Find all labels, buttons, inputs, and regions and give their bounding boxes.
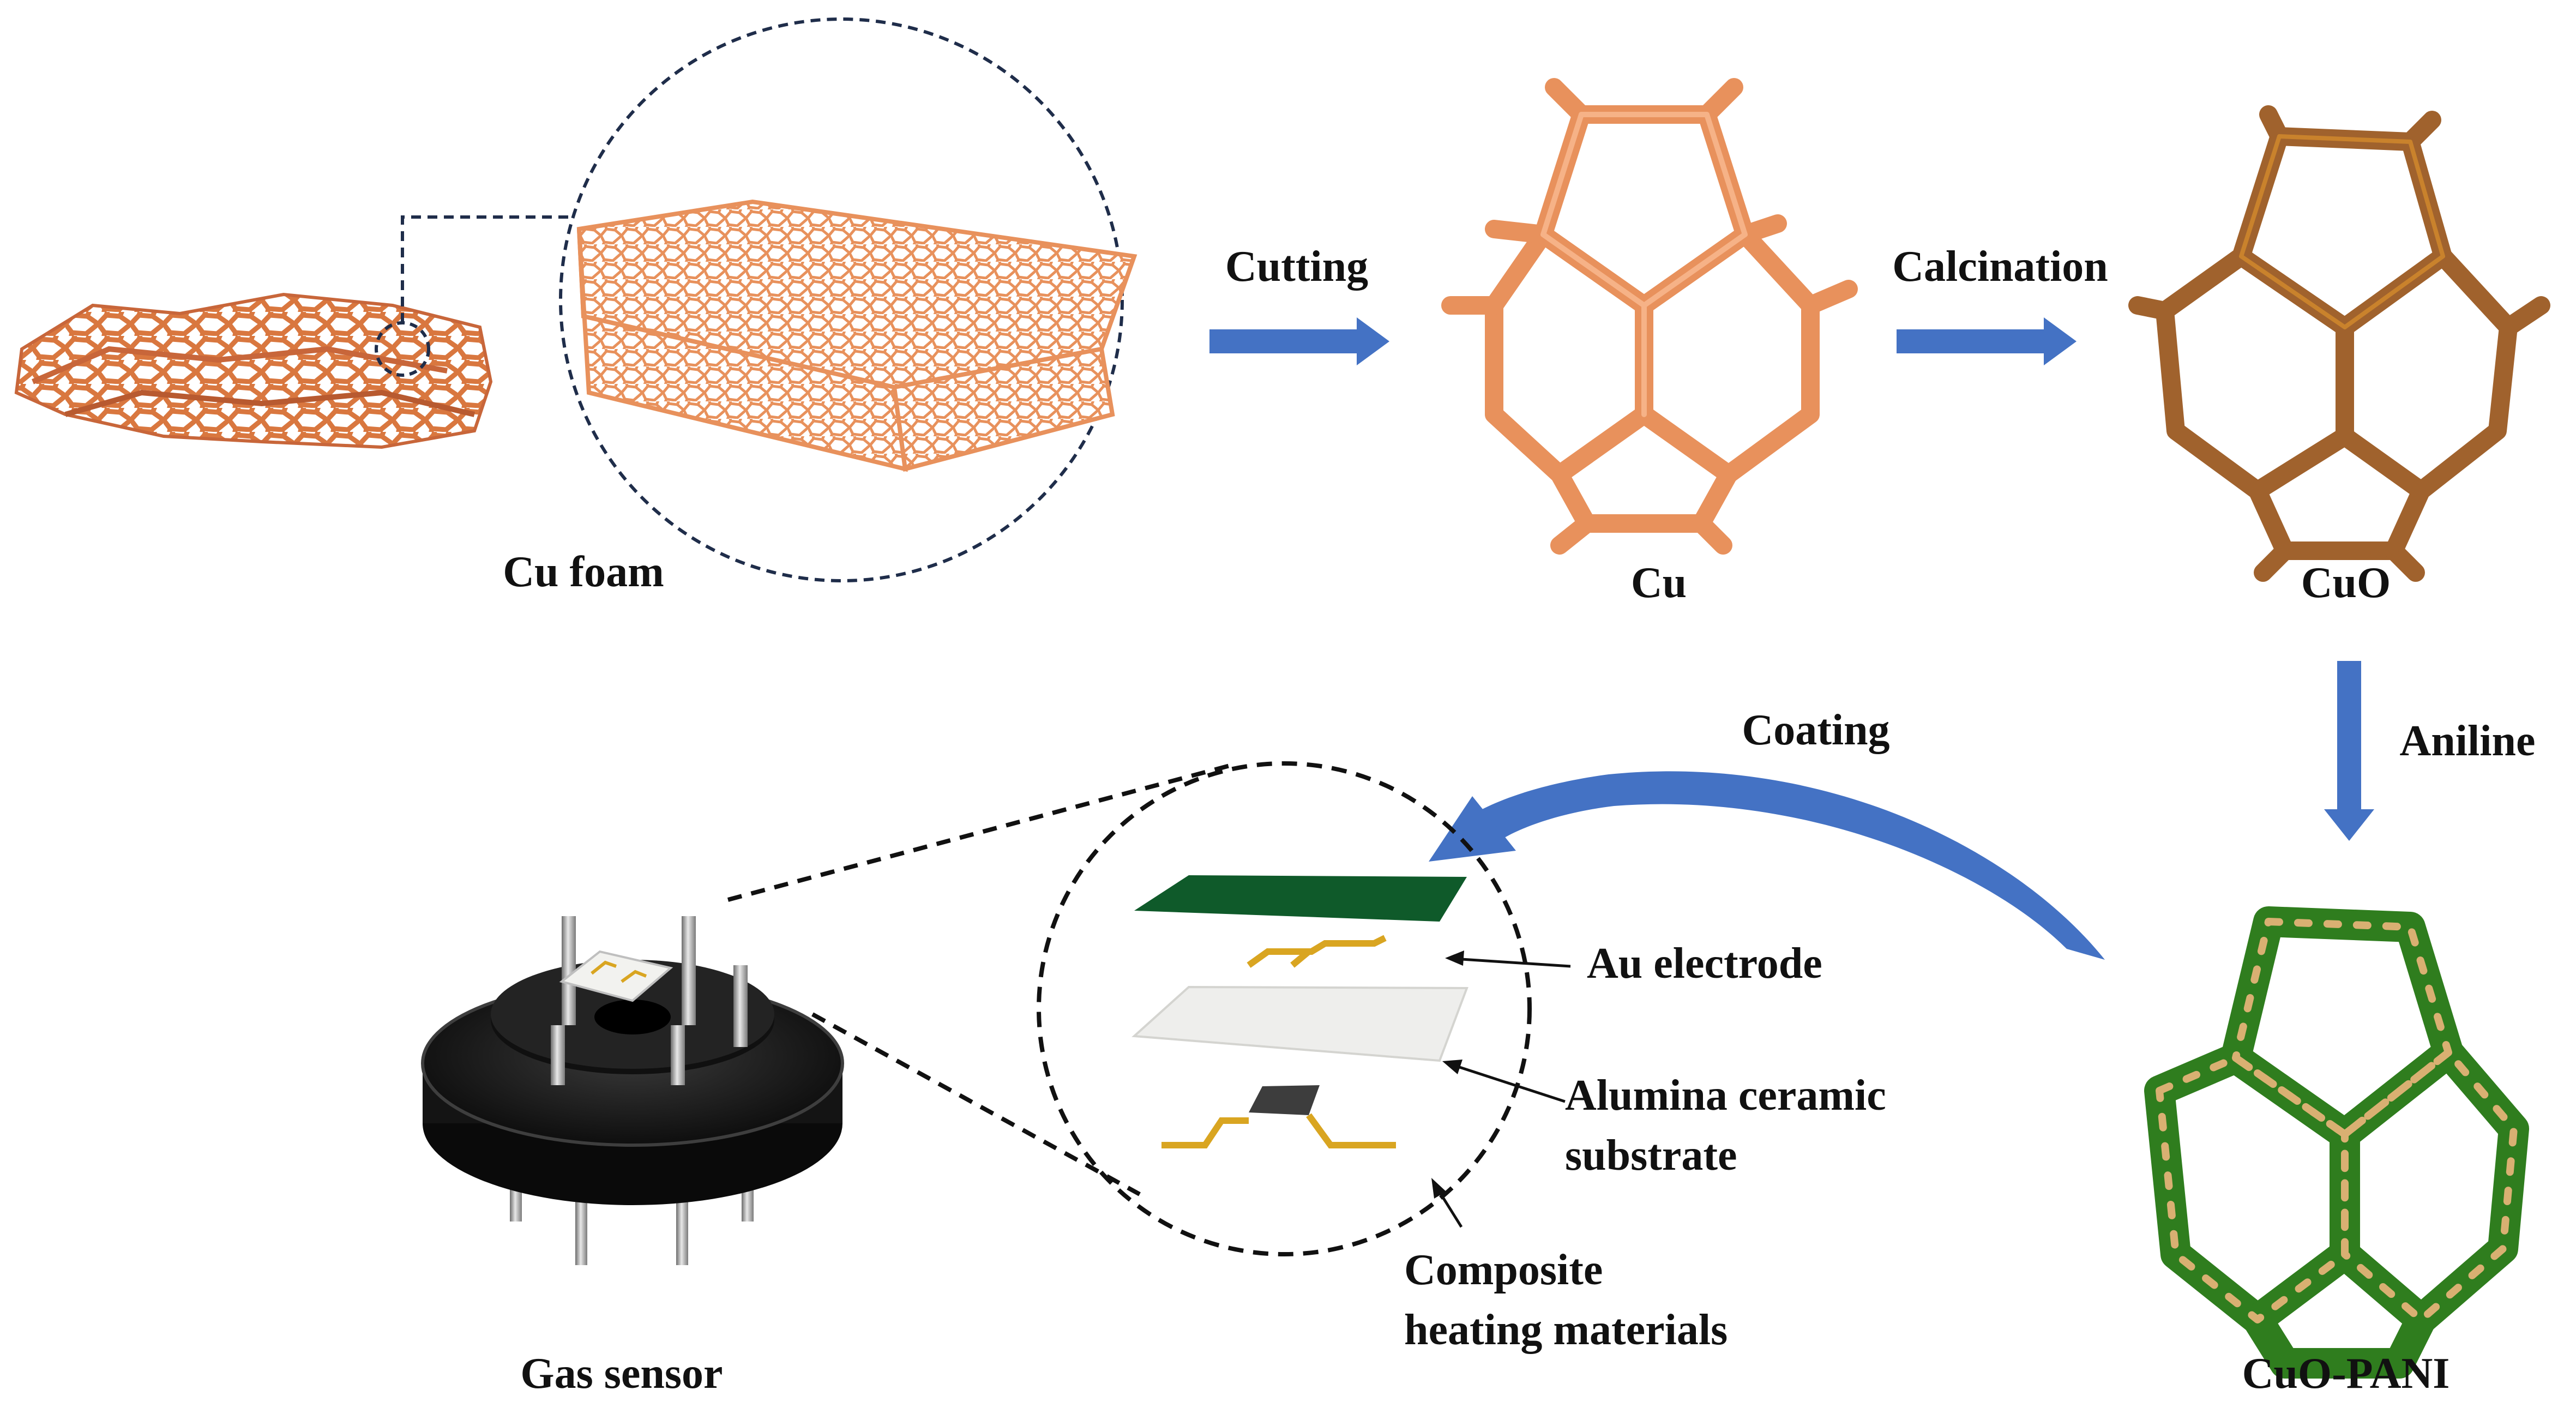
coating-arrow (1429, 771, 2105, 960)
alumina-substrate-layer (1131, 985, 1468, 1062)
cu-label: Cu (1631, 559, 1687, 607)
layer-pointers (1431, 950, 1571, 1228)
composite-label-line2: heating materials (1404, 1306, 1728, 1354)
composite-label-line1: Composite (1404, 1246, 1603, 1294)
au-electrode-layer (1247, 935, 1387, 968)
cuo-label: CuO (2301, 559, 2391, 607)
cuo-frame-image (2128, 105, 2550, 582)
alumina-label-line2: substrate (1565, 1132, 1737, 1180)
sensor-layer-stack (1131, 875, 1468, 1148)
cuo-pani-image (2144, 906, 2529, 1379)
aniline-arrow (2324, 661, 2374, 841)
cuo-pani-label: CuO-PANI (2242, 1350, 2450, 1398)
aniline-label: Aniline (2400, 717, 2536, 765)
cutting-label: Cutting (1225, 243, 1368, 291)
top-board-layer (1134, 875, 1467, 922)
gas-sensor-image (421, 916, 844, 1265)
au-electrode-label: Au electrode (1587, 940, 1822, 988)
alumina-label-line1: Alumina ceramic (1565, 1072, 1886, 1120)
foam-block-zoom (576, 199, 1137, 472)
sensor-zoom-callout (727, 761, 1532, 1256)
gas-sensor-label: Gas sensor (520, 1350, 723, 1398)
heater-electrode-lines (1161, 1113, 1396, 1148)
cu-foam-image (14, 292, 493, 449)
cutting-arrow (1209, 317, 1389, 365)
calcination-arrow (1897, 317, 2077, 365)
cu-foam-label: Cu foam (503, 548, 664, 596)
coating-label: Coating (1742, 706, 1889, 754)
cu-frame-image (1441, 78, 1858, 555)
heating-material-layer (1249, 1085, 1320, 1115)
foam-zoom-callout (375, 17, 1124, 582)
calcination-label: Calcination (1892, 243, 2108, 291)
